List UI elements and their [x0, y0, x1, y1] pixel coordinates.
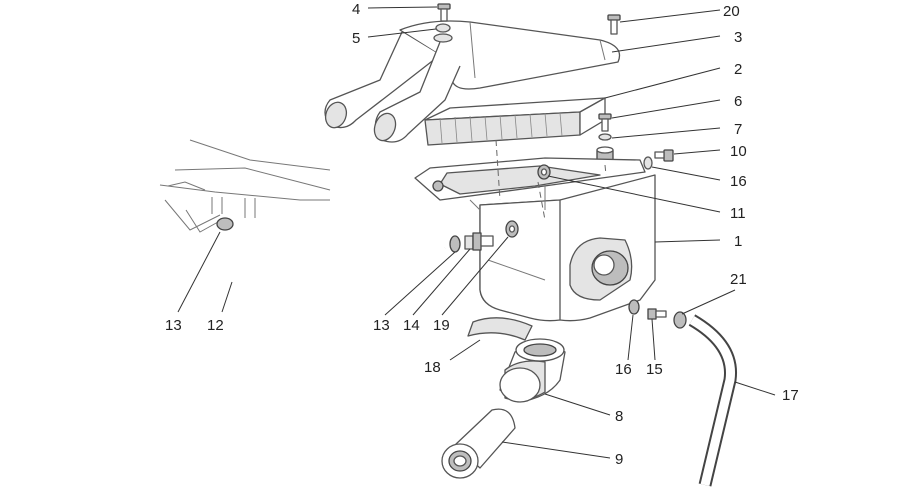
air-filter-element [424, 97, 606, 146]
callout-16-upper: 16 [730, 173, 747, 190]
callout-9: 9 [615, 451, 623, 468]
callout-20: 20 [723, 3, 740, 20]
hose-clamp-left [216, 217, 234, 231]
fitting-seal [505, 220, 519, 238]
callout-13-left: 13 [165, 317, 182, 334]
hose-fitting [464, 232, 494, 251]
drain-hose-right [688, 314, 738, 487]
intake-boot [499, 338, 566, 403]
rear-screw [607, 14, 621, 35]
callout-1: 1 [734, 233, 742, 250]
callout-3: 3 [734, 29, 742, 46]
intake-tube [441, 408, 516, 479]
filter-screw [598, 113, 612, 132]
callout-15: 15 [646, 361, 663, 378]
callout-18: 18 [424, 359, 441, 376]
callout-19: 19 [433, 317, 450, 334]
side-washer [643, 156, 653, 170]
callout-11: 11 [730, 205, 746, 222]
callout-13-right: 13 [373, 317, 390, 334]
callout-10: 10 [730, 143, 747, 160]
grommet-seal [537, 164, 551, 180]
callout-8: 8 [615, 408, 623, 425]
air-box [414, 157, 656, 322]
callout-7: 7 [734, 121, 742, 138]
drain-fitting [647, 308, 667, 320]
filter-washer [598, 133, 612, 141]
cover-screw [437, 3, 451, 22]
drain-hose-left [221, 227, 446, 285]
callout-numbers: 4 20 5 3 2 6 7 10 16 11 1 21 17 13 12 13… [165, 1, 799, 468]
intake-duct-cover [324, 20, 621, 143]
frame-outline-drawing [159, 139, 331, 233]
hose-clamp-right [449, 235, 461, 253]
callout-5: 5 [352, 30, 360, 47]
dashed-assembly-lines [495, 139, 607, 221]
drain-washer [628, 299, 640, 315]
gasket-strip [467, 317, 533, 341]
drain-clamp [673, 311, 687, 329]
callout-16-lower: 16 [615, 361, 632, 378]
callout-2: 2 [734, 61, 742, 78]
callout-12: 12 [207, 317, 224, 334]
callout-4: 4 [352, 1, 360, 18]
callout-17: 17 [782, 387, 799, 404]
callout-14: 14 [403, 317, 420, 334]
side-bolt [654, 149, 674, 162]
leader-lines [177, 6, 776, 459]
cover-washer [435, 23, 451, 33]
callout-21: 21 [730, 271, 747, 288]
callout-6: 6 [734, 93, 742, 110]
